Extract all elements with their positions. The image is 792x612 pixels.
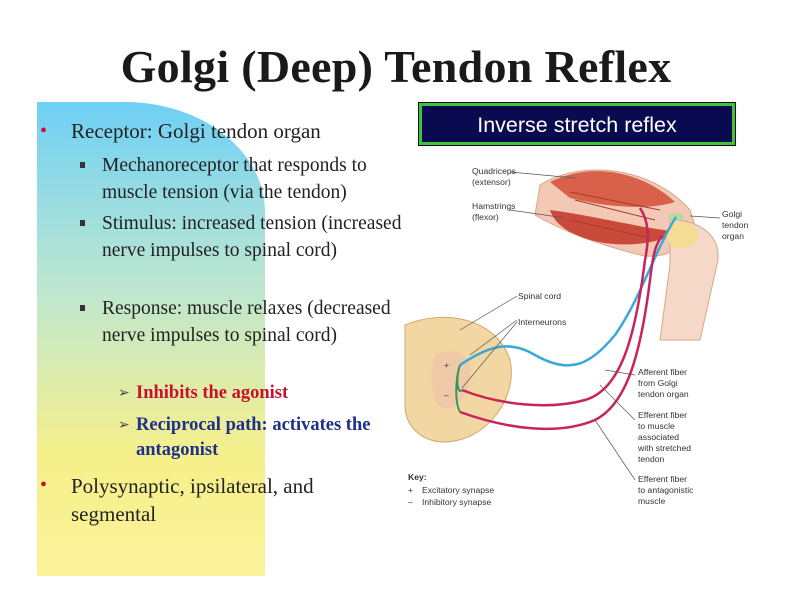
- label-golgi-organ: organ: [722, 231, 744, 241]
- efferent-fiber-antagonist: [459, 235, 664, 431]
- label-quadriceps-sub: (extensor): [472, 177, 511, 187]
- afferent-fiber: [459, 216, 678, 367]
- label-golgi: Golgi: [722, 209, 742, 219]
- square-bullet-icon: [80, 162, 85, 168]
- arrow-bullet-icon: ➢: [118, 418, 130, 433]
- label-afferent: Afferent fiber: [638, 367, 687, 377]
- key-excitatory: Excitatory synapse: [422, 485, 494, 495]
- svg-text:tendon: tendon: [638, 454, 665, 464]
- key-plus-symbol: +: [408, 485, 413, 495]
- key-inhibitory: Inhibitory synapse: [422, 497, 491, 507]
- label-spinal-cord: Spinal cord: [518, 291, 561, 301]
- reflex-diagram: + – Quadriceps (extensor) Hamstrings (fl…: [404, 166, 749, 507]
- interneuron-link: [455, 364, 463, 413]
- svg-text:to antagonistic: to antagonistic: [638, 485, 694, 495]
- slide-title: Golgi (Deep) Tendon Reflex: [120, 41, 672, 92]
- svg-text:associated: associated: [638, 432, 679, 442]
- square-bullet-icon: [80, 305, 85, 311]
- key-minus-symbol: –: [408, 497, 413, 507]
- arrow-bullet-icon: ➢: [118, 386, 130, 401]
- lower-leg: [659, 219, 719, 341]
- muscle-striations: [569, 191, 661, 239]
- synapse-minus: –: [444, 390, 449, 400]
- svg-text:muscle: muscle: [638, 496, 665, 506]
- kneecap: [666, 222, 698, 248]
- svg-text:from Golgi: from Golgi: [638, 378, 678, 388]
- svg-text:to muscle: to muscle: [638, 421, 675, 431]
- label-efferent-antagonist: Efferent fiber: [638, 474, 687, 484]
- bullet-dot-icon: •: [40, 120, 48, 142]
- square-bullet-icon: [80, 220, 85, 226]
- key-title: Key:: [408, 472, 427, 482]
- label-lines: [459, 171, 721, 481]
- gradient-background-panel: [37, 102, 265, 576]
- synapse-plus: +: [444, 360, 449, 370]
- label-hamstrings-sub: (flexor): [472, 212, 499, 222]
- efferent-fiber-agonist: [461, 207, 649, 407]
- label-golgi-tendon: tendon: [722, 220, 749, 230]
- label-interneurons: Interneurons: [518, 317, 566, 327]
- label-efferent-muscle: Efferent fiber: [638, 410, 687, 420]
- quadriceps-muscle: [550, 171, 675, 207]
- label-hamstrings: Hamstrings: [472, 201, 515, 211]
- inverse-stretch-reflex-callout: Inverse stretch reflex: [418, 102, 736, 146]
- svg-text:tendon organ: tendon organ: [638, 389, 689, 399]
- label-quadriceps: Quadriceps: [472, 166, 516, 176]
- svg-text:with stretched: with stretched: [637, 443, 691, 453]
- bullet-dot-icon: •: [40, 474, 48, 496]
